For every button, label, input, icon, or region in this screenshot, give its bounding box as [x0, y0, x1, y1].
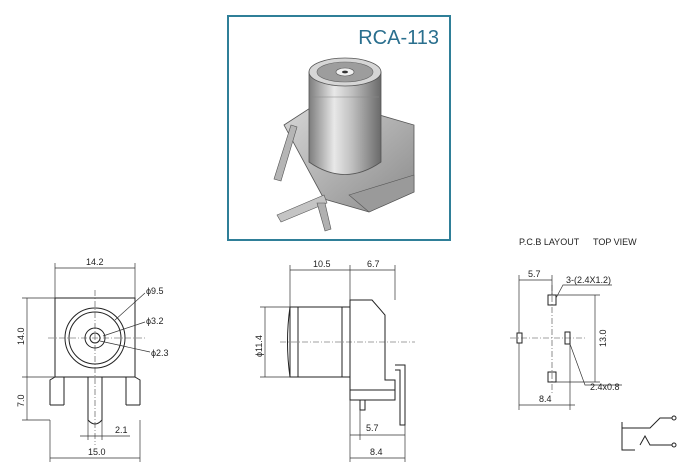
dim-pin-spacing: 5.7 [366, 423, 379, 433]
pcb-header-left: P.C.B LAYOUT [519, 237, 580, 247]
front-view: 14.2 14.0 7.0 2.1 15.0 ϕ9.5 ϕ3.2 ϕ2.3 [16, 257, 169, 462]
dim-overall-depth: 8.4 [370, 447, 383, 457]
jack-schematic-icon [621, 415, 677, 451]
pcb-slot-note: 3-(2.4X1.2) [566, 275, 611, 285]
side-view: 10.5 6.7 ϕ11.4 5.7 8.4 [254, 259, 415, 462]
dim-body-height: 14.0 [16, 327, 26, 345]
pcb-width: 8.4 [539, 394, 552, 404]
dim-outer-diameter: ϕ9.5 [146, 286, 164, 296]
dim-leg-height: 7.0 [16, 394, 26, 407]
dim-barrel-diameter: ϕ11.4 [254, 335, 264, 357]
pcb-slot-size: 2.4x0.8 [590, 382, 620, 392]
connector-photo [273, 57, 415, 232]
dim-body-length: 10.5 [313, 259, 331, 269]
dim-width-bottom: 15.0 [88, 447, 106, 457]
pcb-offset-x: 5.7 [528, 269, 541, 279]
dim-pin-offset: 2.1 [115, 425, 128, 435]
product-photo-frame: RCA-113 [227, 15, 451, 241]
model-title: RCA-113 [358, 27, 439, 49]
dim-pin-diameter: ϕ2.3 [151, 348, 169, 358]
pcb-header-right: TOP VIEW [593, 237, 637, 247]
dim-bracket-length: 6.7 [367, 259, 380, 269]
pcb-layout: P.C.B LAYOUT TOP VIEW 5.7 3-(2.4X1.2) 13… [510, 237, 637, 410]
pcb-height: 13.0 [598, 329, 608, 347]
dim-width-top: 14.2 [86, 257, 104, 267]
dim-mid-diameter: ϕ3.2 [146, 316, 164, 326]
